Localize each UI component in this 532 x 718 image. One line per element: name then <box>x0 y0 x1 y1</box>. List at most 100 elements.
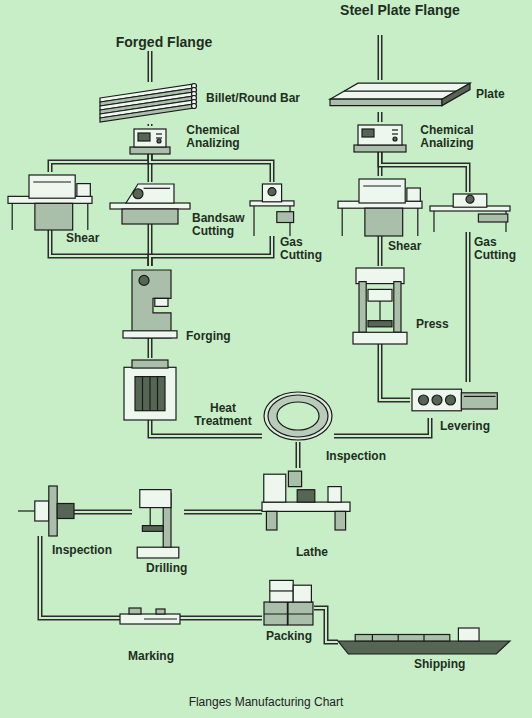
icon-part <box>87 203 88 230</box>
pipe-core <box>180 617 262 619</box>
icon-part <box>142 526 163 532</box>
icon-part <box>155 298 168 306</box>
icon-part <box>264 613 313 614</box>
icon-part <box>122 209 178 224</box>
process-node: Forging <box>120 266 180 338</box>
machine-label: Chemical Analizing <box>178 124 248 150</box>
machine-icon <box>410 382 500 418</box>
icon-part <box>110 203 190 209</box>
flow-pipe <box>50 230 150 266</box>
flow-pipe <box>334 418 430 436</box>
chart-caption: Flanges Manufacturing Chart <box>0 695 532 709</box>
icon-part <box>355 635 450 642</box>
machine-icon <box>120 608 180 628</box>
process-node: Plate <box>330 80 470 112</box>
process-node: Inspection <box>18 486 74 536</box>
machine-label: Shear <box>388 240 438 253</box>
icon-part <box>264 392 332 440</box>
machine-label: Chemical Analizing <box>412 124 482 150</box>
icon-part <box>394 282 401 333</box>
icon-part <box>353 332 407 344</box>
icon-part <box>363 185 401 186</box>
icon-part <box>344 91 456 92</box>
machine-icon <box>338 628 510 654</box>
machine-icon <box>128 126 172 154</box>
icon-part <box>124 367 176 420</box>
icon-part <box>412 389 462 411</box>
icon-part <box>335 511 346 530</box>
icon-part <box>398 635 399 642</box>
pipe-core <box>149 338 151 358</box>
icon-part <box>156 609 165 614</box>
flow-pipe <box>298 442 299 468</box>
machine-icon <box>350 266 410 344</box>
heading-line <box>148 51 153 82</box>
pipe-outline <box>150 154 272 182</box>
icon-part <box>123 331 177 338</box>
icon-part <box>120 614 180 624</box>
machine-icon <box>120 358 180 420</box>
icon-part <box>288 471 301 487</box>
icon-part <box>157 377 158 411</box>
icon-part <box>365 208 403 236</box>
machine-label: Shipping <box>414 658 484 671</box>
icon-part <box>342 208 343 236</box>
icon-part <box>392 133 398 134</box>
icon-part <box>359 179 405 203</box>
machine-label: Plate <box>476 88 526 101</box>
pipe-core <box>184 511 262 513</box>
machine-label: Packing <box>266 630 326 643</box>
pipe-outline <box>296 442 301 468</box>
pipe-core <box>314 608 338 642</box>
pipe-outline <box>334 418 430 436</box>
icon-part <box>393 137 397 141</box>
icon-part <box>139 275 149 285</box>
icon-part <box>100 104 194 122</box>
pipe-outline <box>380 344 410 400</box>
column-heading: Steel Plate Flange <box>335 2 465 18</box>
icon-part <box>268 395 328 437</box>
pipe-outline <box>466 232 471 382</box>
icon-part <box>144 188 170 189</box>
icon-part <box>379 301 380 321</box>
machine-label: Inspection <box>326 450 406 463</box>
icon-part <box>270 580 293 602</box>
icon-part <box>293 585 311 602</box>
icon-part <box>253 206 254 236</box>
icon-part <box>328 487 341 503</box>
flow-pipe <box>184 512 262 513</box>
icon-part <box>140 490 171 508</box>
process-node: Marking <box>120 608 180 628</box>
icon-part <box>157 139 161 143</box>
icon-part <box>134 129 166 147</box>
icon-part <box>264 474 286 502</box>
icon-part <box>262 502 350 511</box>
pipe-core <box>50 154 150 172</box>
icon-part <box>33 181 71 182</box>
machine-label: Billet/Round Bar <box>206 92 316 105</box>
process-node: Bandsaw Cutting <box>110 182 190 224</box>
pipe-core <box>149 124 151 126</box>
machine-icon <box>262 390 334 442</box>
flow-pipe <box>150 124 151 126</box>
pipe-outline <box>378 112 383 122</box>
process-node: Chemical Analizing <box>128 126 172 154</box>
icon-part <box>464 396 496 397</box>
icon-part <box>130 147 170 154</box>
icon-part <box>362 129 374 137</box>
icon-part <box>35 203 73 230</box>
pipe-outline <box>148 338 153 358</box>
pipe-core <box>379 112 381 122</box>
process-node: Gas Cutting <box>248 182 296 236</box>
pipe-outline <box>148 124 153 126</box>
icon-part <box>478 214 507 222</box>
pipe-core <box>150 154 272 182</box>
process-node: Gas Cutting <box>428 192 512 232</box>
icon-part <box>57 504 74 519</box>
machine-icon <box>110 182 190 224</box>
flow-pipe <box>50 154 150 172</box>
heading-line <box>378 35 383 80</box>
pipe-core <box>150 236 272 266</box>
icon-part <box>29 175 75 198</box>
